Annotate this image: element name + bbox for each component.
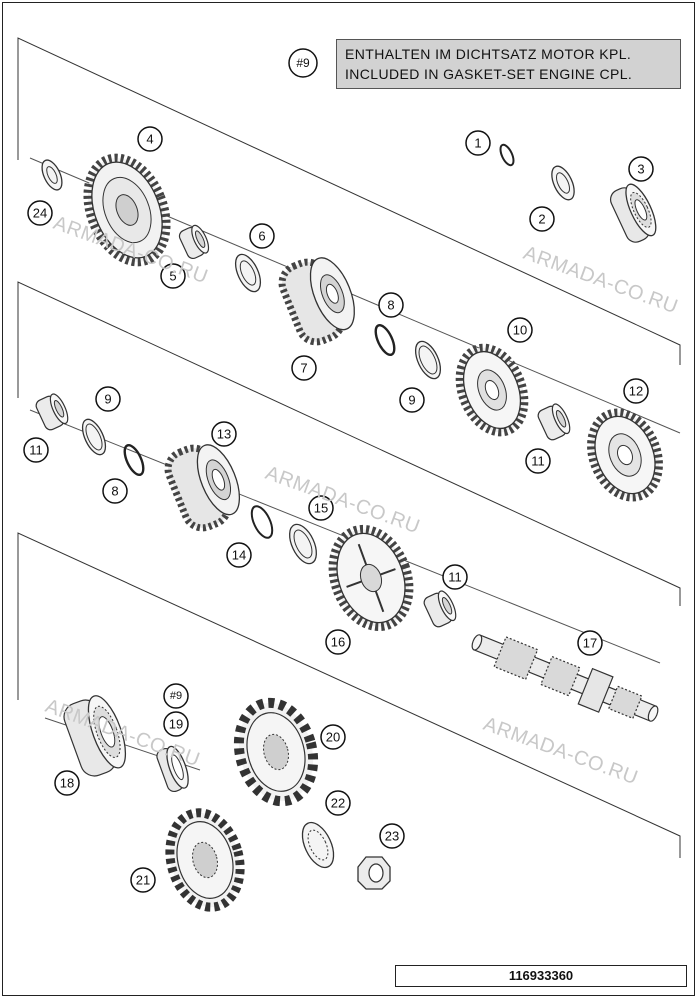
callout-19-ref: #9 [170, 690, 182, 702]
callout-18-circle [54, 770, 80, 796]
document-number: 116933360 [395, 965, 687, 987]
callout-9b-circle [399, 387, 425, 413]
callout-9a-circle [95, 386, 121, 412]
callout-15-circle [308, 495, 334, 521]
callout-9c-circle [163, 711, 189, 737]
callout-2-circle [529, 206, 555, 232]
washer-2 [551, 165, 575, 201]
gear-7 [278, 257, 355, 346]
callout-2: 2 [538, 212, 545, 227]
callout-17: 17 [583, 636, 597, 651]
gasket-note-english: INCLUDED IN GASKET-SET ENGINE CPL. [345, 66, 633, 82]
gasket-note-german: ENTHALTEN IM DICHTSATZ MOTOR KPL. [345, 46, 632, 62]
callout-16-circle [325, 629, 351, 655]
washer-6 [234, 253, 262, 293]
callout-10: 10 [513, 323, 527, 338]
callout-14-circle [226, 542, 252, 568]
callout-13: 13 [217, 427, 231, 442]
callout-19ref-circle [163, 683, 189, 709]
shaft-17 [471, 634, 659, 722]
bearing-3 [609, 183, 657, 243]
callout-11c-circle [442, 564, 468, 590]
callout-12: 12 [629, 384, 643, 399]
circlip-8b [123, 444, 145, 476]
gasket-set-note: ENTHALTEN IM DICHTSATZ MOTOR KPL. INCLUD… [336, 39, 681, 89]
callout-17-circle [577, 630, 603, 656]
callout-16: 16 [331, 635, 345, 650]
lock-washer-22 [301, 821, 335, 869]
callout-24-circle [27, 200, 53, 226]
bearing-18 [63, 695, 127, 777]
gear-10 [455, 343, 529, 437]
callout-labels: 1 2 3 4 5 6 7 8 8 9 9 19 10 11 11 11 12 … [29, 56, 644, 888]
callout-6: 6 [258, 229, 265, 244]
callout-23-circle [379, 823, 405, 849]
nut-23 [357, 856, 391, 890]
callout-note-ref-circle [288, 48, 318, 78]
callout-3-circle [628, 156, 654, 182]
callout-12-circle [623, 378, 649, 404]
callout-1: 1 [474, 136, 481, 151]
callout-8a-circle [378, 292, 404, 318]
callout-8a: 8 [387, 298, 394, 313]
callout-4-circle [137, 126, 163, 152]
callout-14: 14 [232, 548, 246, 563]
callout-22: 22 [331, 796, 345, 811]
callout-11b-circle [525, 448, 551, 474]
callout-8b-circle [102, 478, 128, 504]
callout-3: 3 [637, 162, 644, 177]
callout-22-circle [325, 790, 351, 816]
sprocket-20 [233, 697, 319, 807]
circlip-1 [499, 143, 515, 167]
bushing-5 [178, 224, 210, 260]
callout-9b: 9 [408, 393, 415, 408]
circlip-8a [374, 324, 396, 356]
callout-1-circle [465, 130, 491, 156]
callout-18: 18 [60, 776, 74, 791]
callout-11a-circle [23, 437, 49, 463]
callout-19: 19 [169, 717, 183, 732]
callout-15: 15 [314, 501, 328, 516]
callout-markers [23, 48, 654, 893]
gear-16 [328, 524, 414, 632]
panel-outlines [17, 37, 681, 858]
callout-7-circle [291, 355, 317, 381]
callout-21: 21 [136, 873, 150, 888]
callout-5: 5 [169, 269, 176, 284]
shaft-seal-19 [156, 745, 189, 793]
washer-9a [81, 418, 107, 456]
gear-13 [164, 444, 241, 532]
callout-10-circle [507, 317, 533, 343]
callout-13-circle [211, 421, 237, 447]
callout-23: 23 [385, 829, 399, 844]
callout-24: 24 [33, 206, 47, 221]
callout-5-circle [160, 263, 186, 289]
callout-21-circle [130, 867, 156, 893]
callout-7: 7 [300, 361, 307, 376]
bushing-11b [537, 403, 571, 441]
gear-4 [83, 153, 171, 267]
washer-24 [41, 159, 63, 191]
washer-9b [414, 340, 442, 380]
callout-20: 20 [326, 730, 340, 745]
callout-4: 4 [146, 132, 153, 147]
bushing-11a [35, 393, 69, 431]
circlip-14 [250, 505, 274, 539]
callout-11c: 11 [448, 570, 462, 585]
callout-20-circle [320, 724, 346, 750]
gear-12 [587, 408, 663, 502]
note-ref-label: #9 [296, 56, 310, 70]
callout-9a: 9 [104, 392, 111, 407]
bushing-11c [423, 590, 457, 628]
callout-6-circle [249, 223, 275, 249]
callout-8b: 8 [111, 484, 118, 499]
callout-11a: 11 [29, 443, 43, 458]
callout-11b: 11 [531, 454, 545, 469]
